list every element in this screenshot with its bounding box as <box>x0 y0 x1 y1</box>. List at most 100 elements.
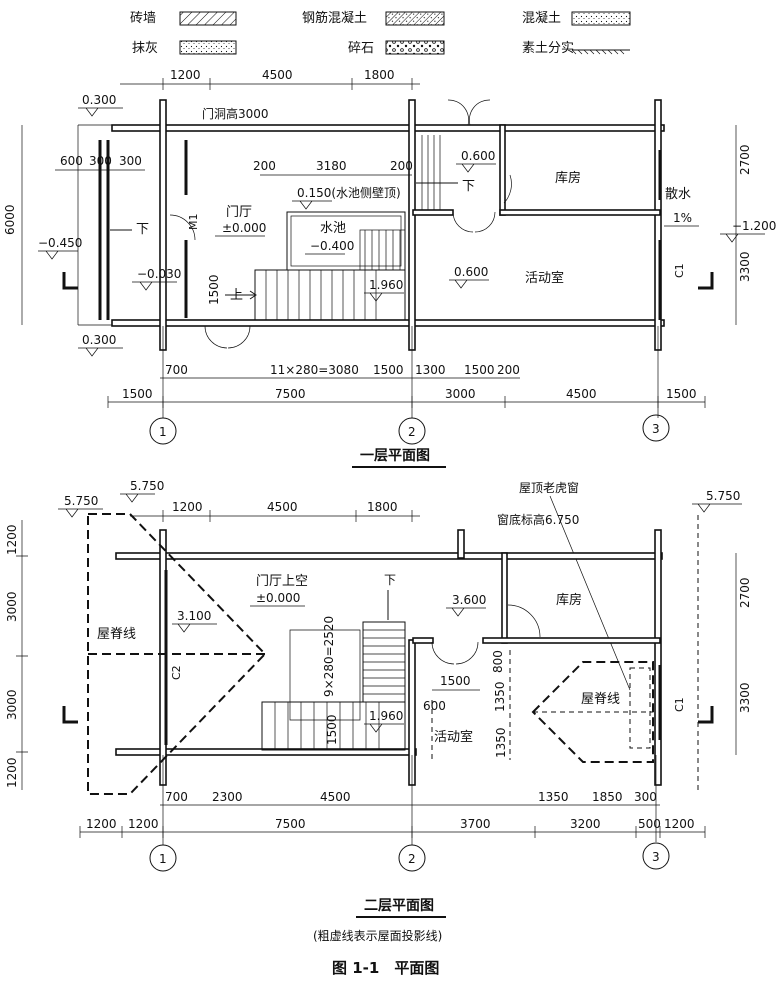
floor1-plan: 1200 4500 1800 <box>3 68 776 468</box>
f2-axis-3: 3 <box>652 850 660 864</box>
f1-door-m1-swing <box>169 214 196 241</box>
f2-dim-800: 800 <box>491 650 505 673</box>
f2-down-label: 下 <box>384 573 396 587</box>
f1-partition <box>499 209 661 216</box>
f2-stairs <box>261 590 406 751</box>
legend-concrete-swatch <box>571 11 631 26</box>
f1-pool-label: 水池 <box>320 221 346 236</box>
legend-brick-swatch <box>179 11 237 26</box>
f2-dim-1350-a: 1350 <box>493 681 507 712</box>
f1-hall-level: ±0.000 <box>222 221 266 235</box>
f1-stairs <box>225 135 441 321</box>
f1-level-m1200: −1.200 <box>732 219 776 233</box>
f1-activity-label: 活动室 <box>525 270 564 286</box>
f2-axis-bubble-1 <box>149 844 177 872</box>
f2-bdim-2300: 2300 <box>212 790 243 804</box>
f2-ldim-1200b: 1200 <box>5 757 19 788</box>
legend-soil-swatch <box>571 49 630 55</box>
f1-dim-1500-vertical: 1500 <box>207 274 221 305</box>
f2-level-3100: 3.100 <box>177 609 211 623</box>
f1-pool-dim-200a: 200 <box>253 159 276 173</box>
f1-level-0600-b: 0.600 <box>454 265 488 279</box>
legend-plaster-swatch <box>179 40 237 55</box>
f1-dim-2700: 2700 <box>738 144 752 175</box>
f2-bdim-4500: 4500 <box>320 790 351 804</box>
f2-axis-2: 2 <box>408 852 416 866</box>
f2-bdim-700: 700 <box>165 790 188 804</box>
f1-down-mid: 下 <box>462 179 475 194</box>
f2-dim-2700: 2700 <box>738 577 752 608</box>
f1-level-m0450: −0.450 <box>38 236 82 250</box>
f2-axis-dim-7500: 7500 <box>275 817 306 831</box>
f1-axis-1: 1 <box>159 425 167 439</box>
legend-rc-label: 钢筋混凝土 <box>302 10 367 26</box>
f1-axis-dim-3000: 3000 <box>445 387 476 401</box>
f2-axis-dim-500: 500 <box>638 817 661 831</box>
f1-axis-dim-7500: 7500 <box>275 387 306 401</box>
f2-axis-dim-1200b: 1200 <box>128 817 159 831</box>
f1-wall-axis2 <box>408 99 416 351</box>
f2-storeroom-label: 库房 <box>556 592 582 608</box>
f2-wall-axis3 <box>654 529 662 786</box>
f1-axis-dim-1500a: 1500 <box>122 387 153 401</box>
f2-axis-bubble-2 <box>398 844 426 872</box>
f1-up-label: 上 <box>230 288 243 303</box>
f2-ldim-3000a: 3000 <box>5 591 19 622</box>
f1-axis-2: 2 <box>408 425 416 439</box>
f1-level-0600-a: 0.600 <box>461 149 495 163</box>
legend-gravel-label: 碎石 <box>348 41 374 56</box>
f1-south-wall <box>111 319 665 327</box>
f2-dormer-window <box>629 667 651 749</box>
f2-partition-2 <box>412 637 434 644</box>
f1-level-0300-top: 0.300 <box>82 93 116 107</box>
f2-door-swing <box>431 641 479 665</box>
f2-stair-run: 9×280=2520 <box>322 616 336 697</box>
f2-section-mark-left <box>62 706 78 724</box>
f2-title: 二层平面图 <box>364 898 434 914</box>
f2-axis-1: 1 <box>159 852 167 866</box>
f2-window-c1-label: C1 <box>673 697 686 712</box>
f2-ldim-3000b: 3000 <box>5 689 19 720</box>
f1-door-north-swing <box>447 99 491 126</box>
f2-dim-1200: 1200 <box>172 500 203 514</box>
f1-dim-300a: 300 <box>89 154 112 168</box>
f1-storeroom-door <box>503 174 512 204</box>
f2-level-5750-c: 5.750 <box>706 489 740 503</box>
f2-axis-dim-3700: 3700 <box>460 817 491 831</box>
f2-stair-level: 1.960 <box>369 709 403 723</box>
f1-north-wall <box>111 124 665 132</box>
f1-level-0300-bottom: 0.300 <box>82 333 116 347</box>
f2-ridge-right-label: 屋脊线 <box>581 692 620 707</box>
f1-bdim-stair: 11×280=3080 <box>270 363 359 377</box>
f1-title: 一层平面图 <box>360 448 430 464</box>
f2-dim-1350-b: 1350 <box>494 727 508 758</box>
f1-dim-3300: 3300 <box>738 251 752 282</box>
f2-roof-projection-right <box>531 661 654 763</box>
f2-wall-stub <box>457 529 465 559</box>
f1-axis-3: 3 <box>652 422 660 436</box>
f1-axis-bubble-3 <box>642 414 670 442</box>
f1-door-mid-swing <box>452 211 496 233</box>
f1-wall-axis1 <box>159 99 167 351</box>
f2-activity-label: 活动室 <box>434 729 473 745</box>
f1-axis-dim-4500: 4500 <box>566 387 597 401</box>
f1-dim-600: 600 <box>60 154 83 168</box>
f2-subtitle: (粗虚线表示屋面投影线) <box>313 928 442 943</box>
f2-bdim-300: 300 <box>634 790 657 804</box>
f1-axis-bubble-1 <box>149 417 177 445</box>
legend-rc-swatch <box>385 11 445 26</box>
f1-pool-dim-3180: 3180 <box>316 159 347 173</box>
f2-hall-level: ±0.000 <box>256 591 300 605</box>
legend-plaster-label: 抹灰 <box>132 41 158 56</box>
legend-soil-label: 素土分实 <box>522 41 574 56</box>
f2-level-5750-b: 5.750 <box>64 494 98 508</box>
f1-dim-4500: 4500 <box>262 68 293 82</box>
f2-dim-1800: 1800 <box>367 500 398 514</box>
f1-bdim-1300: 1300 <box>415 363 446 377</box>
legend: 砖墙 钢筋混凝土 混凝土 抹灰 碎石 素土分实 <box>130 10 631 56</box>
f1-storeroom-wall <box>499 124 506 216</box>
f1-level-m0030: −0.030 <box>137 267 181 281</box>
f1-partition-2 <box>412 209 454 216</box>
f2-ldim-1200a: 1200 <box>5 524 19 555</box>
f2-storeroom-wall <box>501 552 508 644</box>
